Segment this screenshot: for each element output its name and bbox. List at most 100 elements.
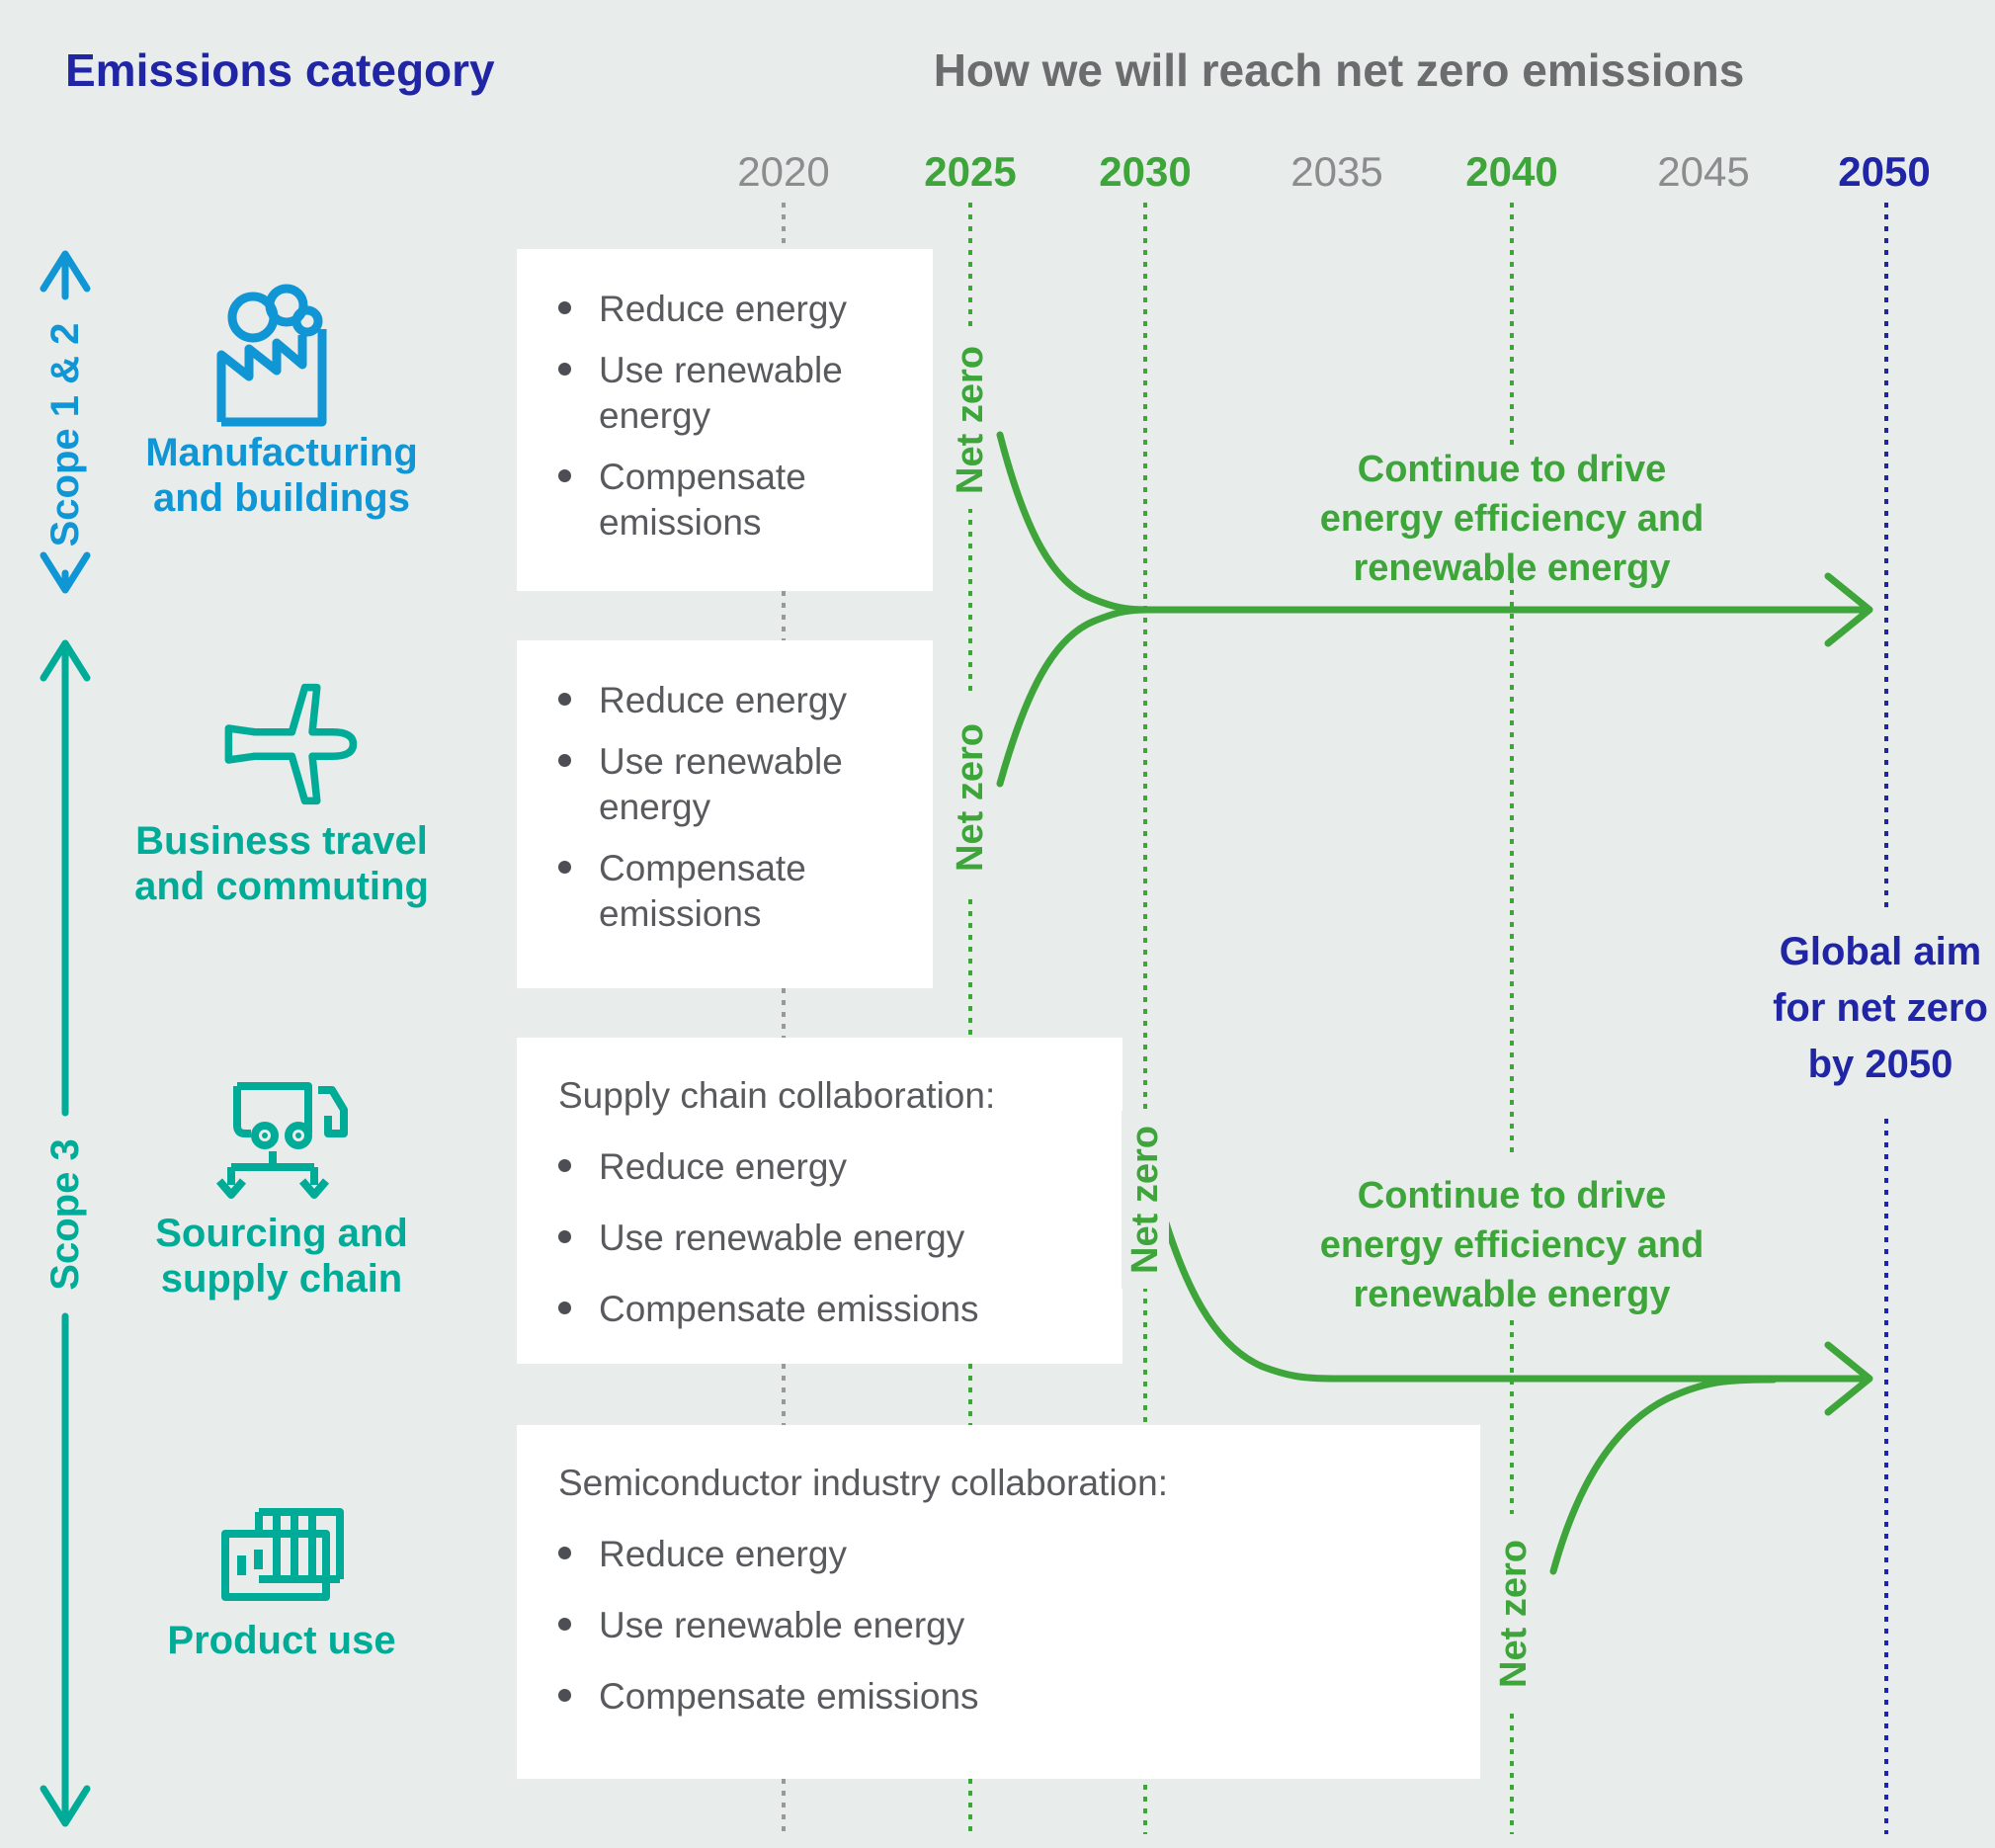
bullet-text: Reduce energy: [599, 289, 847, 329]
bullet-text: Compensate emissions: [599, 1289, 979, 1329]
net-zero-marker-business-travel: Net zero: [947, 709, 994, 886]
category-label-line: Business travel: [135, 819, 428, 863]
list-item: Reduce energy: [558, 1144, 1087, 1190]
actions-box-manufacturing: Reduce energy Use renewable energy Compe…: [517, 249, 933, 591]
year-2035: 2035: [1290, 148, 1383, 195]
list-item: Reduce energy: [558, 287, 897, 332]
bullet-icon: [558, 1302, 571, 1314]
bullet-list: Reduce energy Use renewable energy Compe…: [558, 1144, 1087, 1332]
category-label-line: Sourcing and: [155, 1212, 408, 1255]
category-sourcing: Sourcing and supply chain: [128, 1072, 435, 1302]
bullet-text: Reduce energy: [599, 680, 847, 720]
airplane-icon: [224, 683, 358, 805]
global-aim-line: for net zero: [1773, 986, 1988, 1030]
gridline-2025: [968, 1364, 972, 1425]
year-2045: 2045: [1657, 148, 1750, 195]
chip-icon: [221, 1508, 344, 1601]
list-item: Use renewable energy: [558, 348, 897, 439]
gridline-2020: [782, 591, 786, 640]
year-2020: 2020: [737, 148, 830, 195]
actions-box-product-use: Semiconductor industry collaboration: Re…: [517, 1425, 1480, 1779]
list-item: Use renewable energy: [558, 1603, 1445, 1648]
bullet-icon: [558, 1689, 571, 1702]
gridline-2040: [1510, 578, 1514, 1152]
category-label-line: and commuting: [134, 865, 429, 908]
net-zero-marker-manufacturing: Net zero: [947, 331, 994, 509]
bullet-text: Compensate emissions: [599, 848, 806, 934]
box-heading: Supply chain collaboration:: [558, 1075, 996, 1116]
emissions-category-title: Emissions category: [65, 44, 495, 96]
bullet-text: Use renewable energy: [599, 350, 843, 436]
bullet-text: Compensate emissions: [599, 457, 806, 543]
flow-caption-lower: Continue to drive energy efficiency and …: [1235, 1171, 1788, 1319]
truck-icon: [215, 1082, 348, 1199]
bullet-icon: [558, 363, 571, 376]
gridline-2020: [782, 1779, 786, 1834]
list-item: Compensate emissions: [558, 455, 897, 546]
factory-icon: [216, 284, 327, 427]
bullet-icon: [558, 1159, 571, 1172]
gridline-2040: [1510, 1320, 1514, 1514]
gridline-2020: [782, 203, 786, 249]
global-aim-line: Global aim: [1779, 930, 1982, 973]
net-zero-marker-product-use: Net zero: [1490, 1525, 1538, 1703]
bullet-icon: [558, 469, 571, 482]
list-item: Use renewable energy: [558, 1216, 1087, 1261]
gridline-2040: [1510, 203, 1514, 445]
bullet-icon: [558, 861, 571, 874]
gridline-2040: [1510, 1714, 1514, 1834]
gridline-2020: [782, 988, 786, 1038]
box-heading: Semiconductor industry collaboration:: [558, 1463, 1168, 1503]
flow-caption-line: energy efficiency and: [1319, 1224, 1704, 1266]
bullet-icon: [558, 693, 571, 706]
bullet-icon: [558, 1618, 571, 1631]
bullet-text: Use renewable energy: [599, 1605, 965, 1645]
gridline-2025: [968, 1779, 972, 1834]
list-item: Compensate emissions: [558, 846, 897, 937]
list-item: Compensate emissions: [558, 1674, 1445, 1720]
list-item: Reduce energy: [558, 678, 897, 723]
bullet-list: Reduce energy Use renewable energy Compe…: [558, 678, 897, 937]
net-zero-marker-supply-chain: Net zero: [1122, 1111, 1169, 1289]
list-item: Compensate emissions: [558, 1287, 1087, 1332]
gridline-2025: [968, 899, 972, 1038]
scope-3-label: Scope 3: [43, 1138, 87, 1291]
year-2050: 2050: [1838, 148, 1931, 195]
category-label-line: Manufacturing: [145, 431, 418, 474]
gridline-2050: [1884, 203, 1888, 907]
bullet-icon: [558, 754, 571, 767]
category-label-line: supply chain: [160, 1257, 403, 1301]
year-2030: 2030: [1099, 148, 1192, 195]
bullet-text: Compensate emissions: [599, 1676, 979, 1717]
scope-1-2-label: Scope 1 & 2: [43, 322, 87, 547]
bullet-icon: [558, 301, 571, 314]
year-2040: 2040: [1465, 148, 1558, 195]
category-manufacturing: Manufacturing and buildings: [128, 282, 435, 521]
actions-box-business-travel: Reduce energy Use renewable energy Compe…: [517, 640, 933, 988]
bullet-icon: [558, 1230, 571, 1243]
global-aim-line: by 2050: [1807, 1043, 1953, 1086]
bullet-icon: [558, 1547, 571, 1559]
list-item: Use renewable energy: [558, 739, 897, 830]
flow-caption-line: Continue to drive: [1357, 1175, 1667, 1217]
gridline-2025: [968, 508, 972, 696]
category-product-use: Product use: [128, 1494, 435, 1663]
bullet-text: Reduce energy: [599, 1534, 847, 1574]
flow-caption-line: renewable energy: [1353, 1274, 1671, 1315]
bullet-text: Use renewable energy: [599, 741, 843, 827]
bullet-text: Reduce energy: [599, 1146, 847, 1187]
flow-caption-line: renewable energy: [1353, 547, 1671, 589]
list-item: Reduce energy: [558, 1532, 1445, 1577]
roadmap-title: How we will reach net zero emissions: [933, 44, 1745, 96]
bullet-list: Reduce energy Use renewable energy Compe…: [558, 287, 897, 546]
category-label-line: and buildings: [153, 476, 410, 520]
bullet-list: Reduce energy Use renewable energy Compe…: [558, 1532, 1445, 1720]
flow-caption-upper: Continue to drive energy efficiency and …: [1235, 445, 1788, 593]
flow-caption-line: Continue to drive: [1357, 449, 1667, 490]
year-2025: 2025: [924, 148, 1017, 195]
actions-box-supply-chain: Supply chain collaboration: Reduce energ…: [517, 1038, 1122, 1364]
gridline-2025: [968, 203, 972, 332]
gridline-2030: [1143, 203, 1147, 1113]
category-business-travel: Business travel and commuting: [128, 670, 435, 909]
